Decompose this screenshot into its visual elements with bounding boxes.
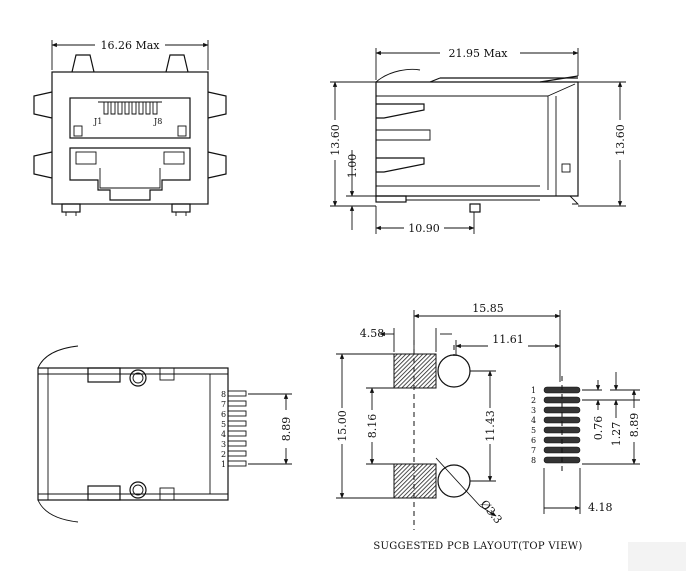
bottom-pins <box>227 390 247 467</box>
side-standoff-label: 1.00 <box>346 154 359 179</box>
pcb-hole-bottom <box>437 464 471 498</box>
pcb-pad-bottom <box>393 463 437 499</box>
pcb-hole-spacing-label: 8.16 <box>366 414 379 439</box>
pcb-pin-number: 7 <box>531 446 536 455</box>
pcb-pad-top <box>393 353 437 389</box>
side-height-left-label: 13.60 <box>329 124 342 156</box>
front-view: 16.26 Max J1 J8 <box>33 38 227 216</box>
pcb-pin-pitch2-label: 1.27 <box>610 422 623 447</box>
pcb-pin-number: 6 <box>531 436 536 445</box>
pcb-overall-height-label: 15.00 <box>336 410 349 442</box>
bottom-view: 8 7 6 5 4 3 2 1 8.89 <box>37 345 293 523</box>
bottom-pin-number: 5 <box>221 420 226 429</box>
bottom-pin-number: 7 <box>221 400 226 409</box>
pcb-layout-caption: SUGGESTED PCB LAYOUT(TOP VIEW) <box>373 541 582 552</box>
bottom-pin-number: 8 <box>221 390 226 399</box>
side-length-label: 21.95 Max <box>448 47 508 60</box>
side-post-offset-label: 10.90 <box>408 222 440 235</box>
contact-pins <box>98 101 162 115</box>
bottom-pin-number: 2 <box>221 450 226 459</box>
pcb-pin-number: 1 <box>531 386 536 395</box>
bottom-pin-number: 3 <box>221 440 226 449</box>
pcb-hole-to-pins-label: 11.61 <box>492 333 524 346</box>
pin-j8-label: J8 <box>153 117 162 126</box>
bottom-pin-span-label: 8.89 <box>280 417 293 442</box>
side-view: 21.95 Max 13.60 1.00 <box>328 46 627 235</box>
pcb-pin-number: 8 <box>531 456 536 465</box>
pcb-hole-diameter-label: Ø3.3 <box>478 498 505 527</box>
pcb-hole-to-hole-label: 11.43 <box>484 410 497 442</box>
pcb-pin-row-width-label: 4.18 <box>588 501 613 514</box>
pcb-pin-number: 4 <box>531 416 536 425</box>
pcb-hole-top <box>437 354 471 388</box>
pcb-pin-span-label: 8.89 <box>628 413 641 438</box>
side-height-right-label: 13.60 <box>614 124 627 156</box>
bottom-pin-number: 4 <box>221 430 226 439</box>
corner-shade <box>628 542 686 571</box>
pcb-total-width-label: 15.85 <box>472 302 504 315</box>
bottom-pin-number: 6 <box>221 410 226 419</box>
pcb-pin-number: 2 <box>531 396 536 405</box>
pin-j1-label: J1 <box>93 117 102 126</box>
front-width-label: 16.26 Max <box>100 39 160 52</box>
pcb-pin-pitch-label: 0.76 <box>592 416 605 441</box>
pcb-pad-width-label: 4.58 <box>360 327 385 340</box>
pcb-pin-number: 3 <box>531 406 536 415</box>
pcb-layout: 15.85 4.58 11.61 15.00 8.16 <box>335 302 641 552</box>
bottom-pin-number: 1 <box>221 460 226 469</box>
pcb-pin-number: 5 <box>531 426 536 435</box>
